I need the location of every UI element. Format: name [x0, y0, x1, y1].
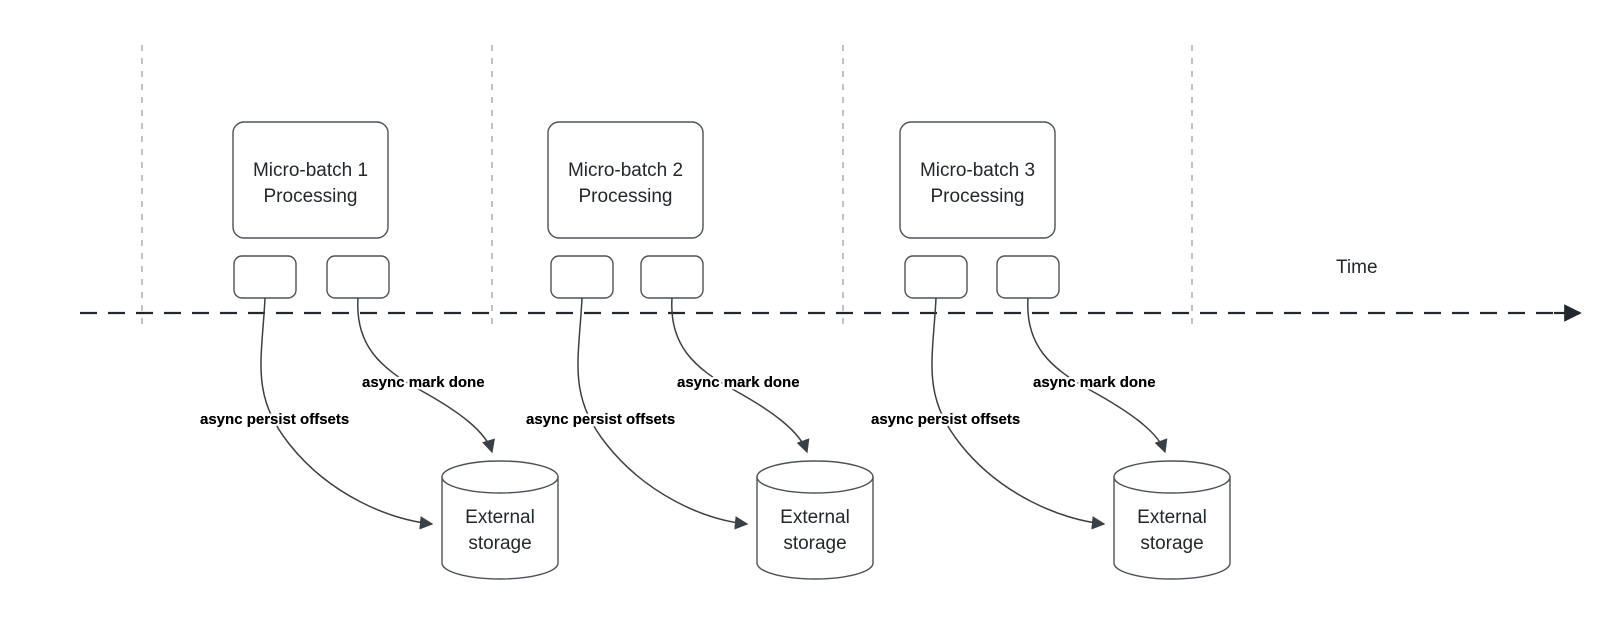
mark-done-flow — [357, 297, 495, 454]
mark-done-flow — [1027, 297, 1168, 454]
external-storage-cylinder-top[interactable] — [441, 460, 559, 494]
micro-batch-box[interactable] — [232, 121, 389, 239]
micro-batch-box-line1: Micro-batch 1 — [253, 160, 368, 181]
persist-offsets-task-box[interactable] — [550, 255, 614, 299]
micro-batch-box-line1: Micro-batch 2 — [568, 160, 683, 181]
micro-batch-box[interactable] — [899, 121, 1056, 239]
external-storage-cylinder-top[interactable] — [756, 460, 874, 494]
micro-batch-box-line1: Micro-batch 3 — [920, 160, 1035, 181]
persist-offsets-flow — [260, 297, 434, 530]
mark-done-task-box[interactable] — [326, 255, 390, 299]
external-storage-label-line1: External — [780, 507, 850, 528]
external-storage-cylinder-body[interactable] — [1113, 476, 1231, 580]
batch-boundary-lines — [141, 45, 1193, 330]
mark-done-task-box[interactable] — [996, 255, 1060, 299]
async-mark-done-label-halo: async mark done — [677, 374, 800, 391]
async-persist-offsets-label: async persist offsets — [526, 411, 675, 428]
async-mark-done-label: async mark done — [1033, 374, 1156, 391]
micro-batch-box-line2: Processing — [931, 186, 1025, 207]
async-persist-offsets-label-halo: async persist offsets — [526, 411, 675, 428]
micro-batch-box-line2: Processing — [264, 186, 358, 207]
external-storage-label-line2: storage — [1140, 533, 1203, 554]
async-mark-done-label-halo: async mark done — [362, 374, 485, 391]
time-axis-label: Time — [1336, 257, 1378, 278]
external-storage-label-line2: storage — [783, 533, 846, 554]
external-storage-cylinder-body[interactable] — [756, 476, 874, 580]
external-storage-label-line1: External — [1137, 507, 1207, 528]
persist-offsets-flow — [931, 297, 1106, 530]
async-mark-done-label-halo: async mark done — [1033, 374, 1156, 391]
async-persist-offsets-label: async persist offsets — [200, 411, 349, 428]
async-mark-done-label: async mark done — [677, 374, 800, 391]
persist-offsets-flow — [577, 297, 749, 530]
external-storage-label-line1: External — [465, 507, 535, 528]
micro-batch-box[interactable] — [547, 121, 704, 239]
time-axis-label-group: Time — [1336, 257, 1378, 278]
external-storage-label-line2: storage — [468, 533, 531, 554]
external-storage-cylinder-top[interactable] — [1113, 460, 1231, 494]
persist-offsets-task-box[interactable] — [904, 255, 968, 299]
async-persist-offsets-label-halo: async persist offsets — [200, 411, 349, 428]
persist-offsets-task-box[interactable] — [233, 255, 297, 299]
mark-done-flow — [671, 297, 810, 454]
async-persist-offsets-label-halo: async persist offsets — [871, 411, 1020, 428]
async-mark-done-label: async mark done — [362, 374, 485, 391]
mark-done-task-box[interactable] — [640, 255, 704, 299]
async-persist-offsets-label: async persist offsets — [871, 411, 1020, 428]
external-storage-cylinder-body[interactable] — [441, 476, 559, 580]
micro-batch-box-line2: Processing — [579, 186, 673, 207]
